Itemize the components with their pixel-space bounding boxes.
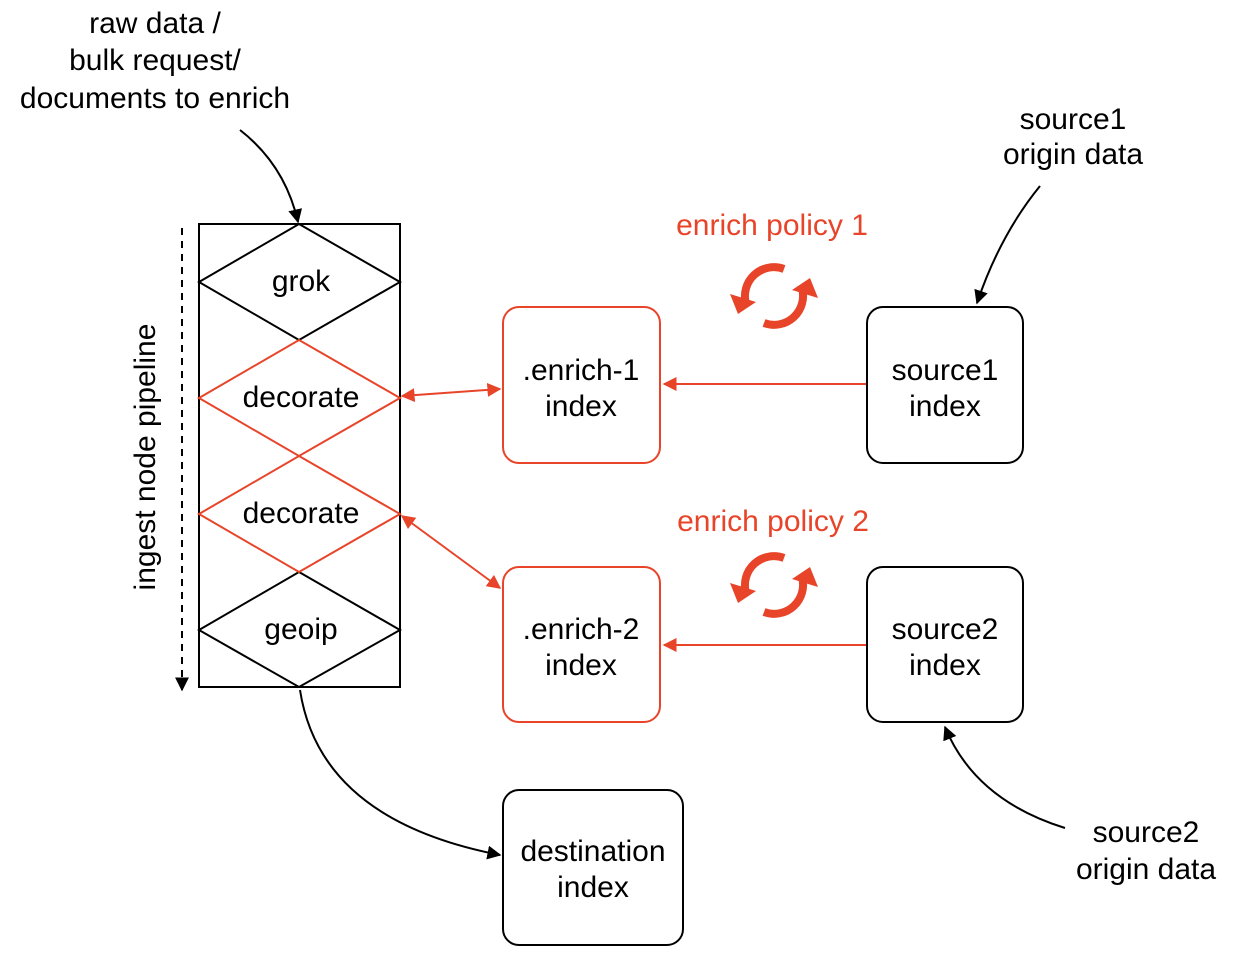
pipeline-label: ingest node pipeline xyxy=(129,324,162,591)
input-label: raw data / bulk request/ documents to en… xyxy=(20,7,290,115)
policy-2-label: enrich policy 2 xyxy=(677,505,869,538)
destination-index-box[interactable] xyxy=(502,789,684,946)
input-line-1: raw data / xyxy=(89,7,221,40)
origin2-line-2: origin data xyxy=(1076,853,1216,886)
processor-grok-label: grok xyxy=(272,265,331,298)
source2-index-line-1: source2 xyxy=(892,613,999,646)
origin1-line-2: origin data xyxy=(1003,138,1143,171)
processor-geoip-label: geoip xyxy=(264,613,337,646)
input-line-2: bulk request/ xyxy=(69,44,241,77)
origin2-line-1: source2 xyxy=(1093,816,1200,849)
geoip-to-destination-arrow xyxy=(299,689,502,860)
enrich-1-index-line-1: .enrich-1 xyxy=(523,354,640,387)
processor-decorate-2-label: decorate xyxy=(243,497,360,530)
origin2-to-source2-arrow xyxy=(943,725,1066,829)
decorate-1-enrich-1-link xyxy=(400,382,502,403)
enrich-2-index-line-1: .enrich-2 xyxy=(523,613,640,646)
enrich-1-index-line-2: index xyxy=(545,390,617,423)
source1-index-line-1: source1 xyxy=(892,354,999,387)
destination-index-line-1: destination xyxy=(520,835,665,868)
policy-1-label: enrich policy 1 xyxy=(676,209,868,242)
processor-geoip[interactable] xyxy=(196,570,403,689)
processor-decorate-2[interactable] xyxy=(197,454,403,574)
source2-index-line-2: index xyxy=(909,649,981,682)
sync-icon[interactable] xyxy=(730,263,818,329)
enrich-1-index-box[interactable] xyxy=(502,306,661,464)
origin1-line-1: source1 xyxy=(1020,103,1127,136)
source2-index-box[interactable] xyxy=(866,566,1024,723)
enrich-2-index-box[interactable] xyxy=(502,566,661,723)
decorate-2-enrich-2-link xyxy=(400,515,502,589)
input-line-3: documents to enrich xyxy=(20,82,290,115)
origin1-to-source1-arrow xyxy=(974,185,1041,305)
source1-index-line-2: index xyxy=(909,390,981,423)
processor-decorate-1-label: decorate xyxy=(243,381,360,414)
input-arrow xyxy=(239,129,303,224)
source1-index-box[interactable] xyxy=(866,306,1024,464)
enrich-2-index-line-2: index xyxy=(545,649,617,682)
destination-index-line-2: index xyxy=(557,871,629,904)
sync-icon[interactable] xyxy=(730,552,818,618)
